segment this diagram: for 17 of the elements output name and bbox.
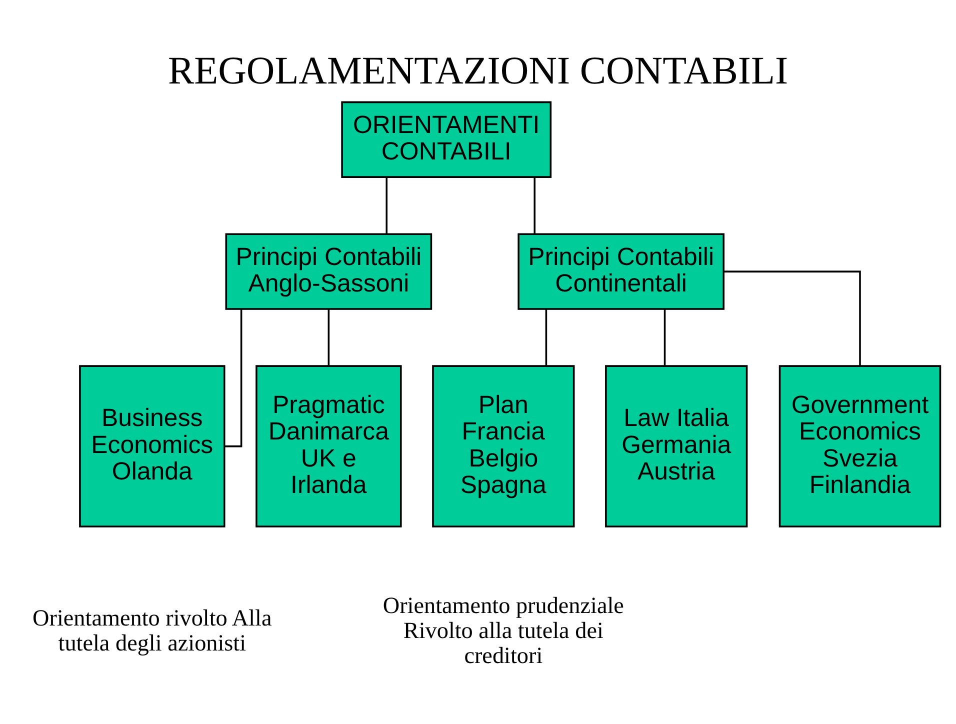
node-box: Pragmatic Danimarca UK e Irlanda xyxy=(256,364,402,527)
connector xyxy=(545,308,548,365)
node-box: Plan Francia Belgio Spagna xyxy=(432,364,575,527)
diagram-title: REGOLAMENTAZIONI CONTABILI xyxy=(168,49,788,92)
node-box: ORIENTAMENTI CONTABILI xyxy=(341,100,552,178)
node-box: Law Italia Germania Austria xyxy=(605,364,748,527)
connector xyxy=(386,176,388,234)
label: Orientamento prudenziale Rivolto alla tutela dei creditori xyxy=(382,592,624,668)
node-box: Principi Contabili Anglo-Sassoni xyxy=(225,232,432,310)
node-box: Business Economics Olanda xyxy=(79,364,226,527)
connector xyxy=(724,270,861,366)
connector xyxy=(328,308,330,365)
node-box: Government Economics Svezia Finlandia xyxy=(778,364,942,527)
label: Orientamento rivolto Alla tutela degli azionisti xyxy=(32,604,272,656)
connector xyxy=(534,176,536,234)
connector xyxy=(664,308,666,365)
node-box: Principi Contabili Continentali xyxy=(518,232,724,310)
